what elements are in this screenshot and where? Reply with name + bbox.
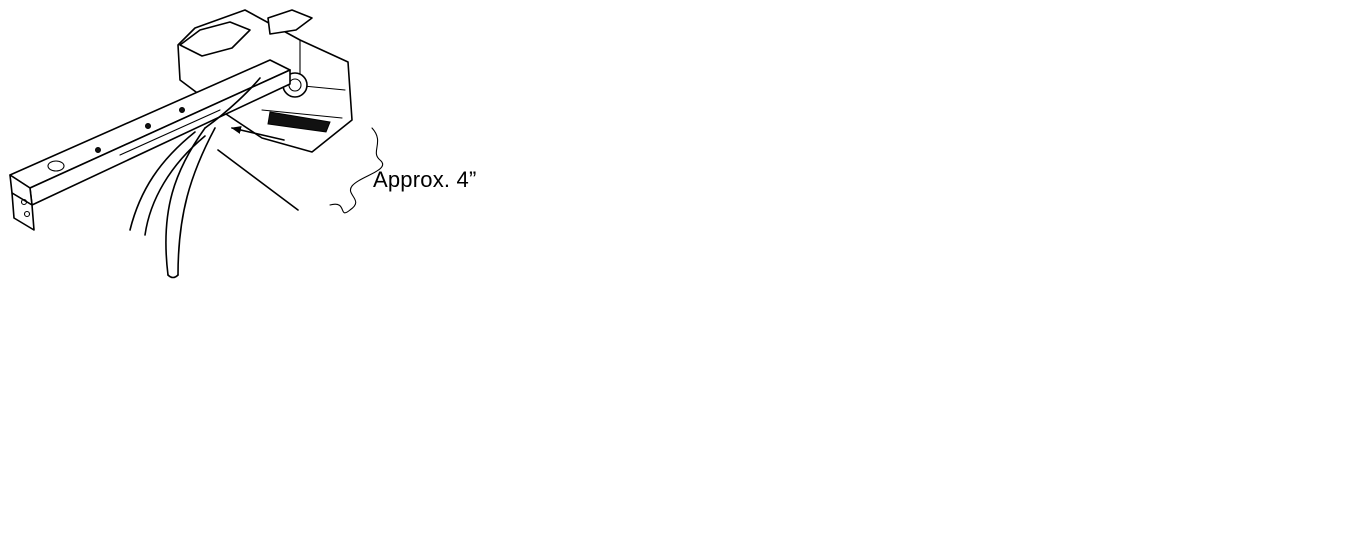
operator-assembly-top [9,9,384,279]
wire-length-callout: Approx. 4” [373,167,477,192]
